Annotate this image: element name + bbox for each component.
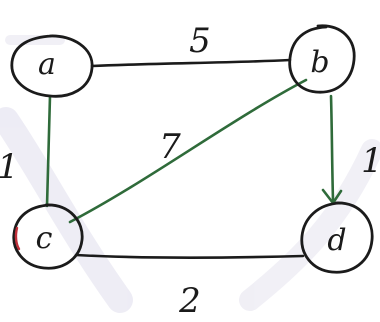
edge-a-c bbox=[45, 94, 52, 208]
node-c-circle bbox=[12, 203, 84, 270]
node-b-label: b bbox=[310, 45, 329, 80]
weight-a-c: 1 bbox=[0, 147, 19, 187]
node-a: a bbox=[10, 34, 94, 98]
edge-c-b bbox=[68, 78, 308, 224]
node-a-circle bbox=[10, 34, 94, 98]
weight-a-b: 5 bbox=[189, 21, 211, 61]
node-d: d bbox=[300, 201, 374, 274]
node-c-label: c bbox=[36, 221, 53, 256]
edges bbox=[45, 58, 343, 260]
weight-c-d: 2 bbox=[178, 281, 201, 321]
node-b: b bbox=[288, 24, 356, 94]
node-c-red-mark bbox=[14, 226, 21, 251]
edge-c-d bbox=[74, 253, 305, 260]
edge-b-d bbox=[329, 94, 335, 202]
node-d-label: d bbox=[327, 223, 346, 258]
weight-c-b: 7 bbox=[159, 127, 181, 167]
weight-b-d: 1 bbox=[361, 141, 380, 181]
edge-a-b bbox=[90, 58, 292, 68]
node-b-circle bbox=[288, 24, 356, 94]
nodes: a b c d bbox=[10, 24, 374, 274]
node-c: c bbox=[12, 203, 84, 270]
edge-weights: 5 1 7 1 2 bbox=[0, 21, 380, 321]
node-a-label: a bbox=[38, 47, 56, 82]
node-d-circle bbox=[300, 201, 374, 274]
